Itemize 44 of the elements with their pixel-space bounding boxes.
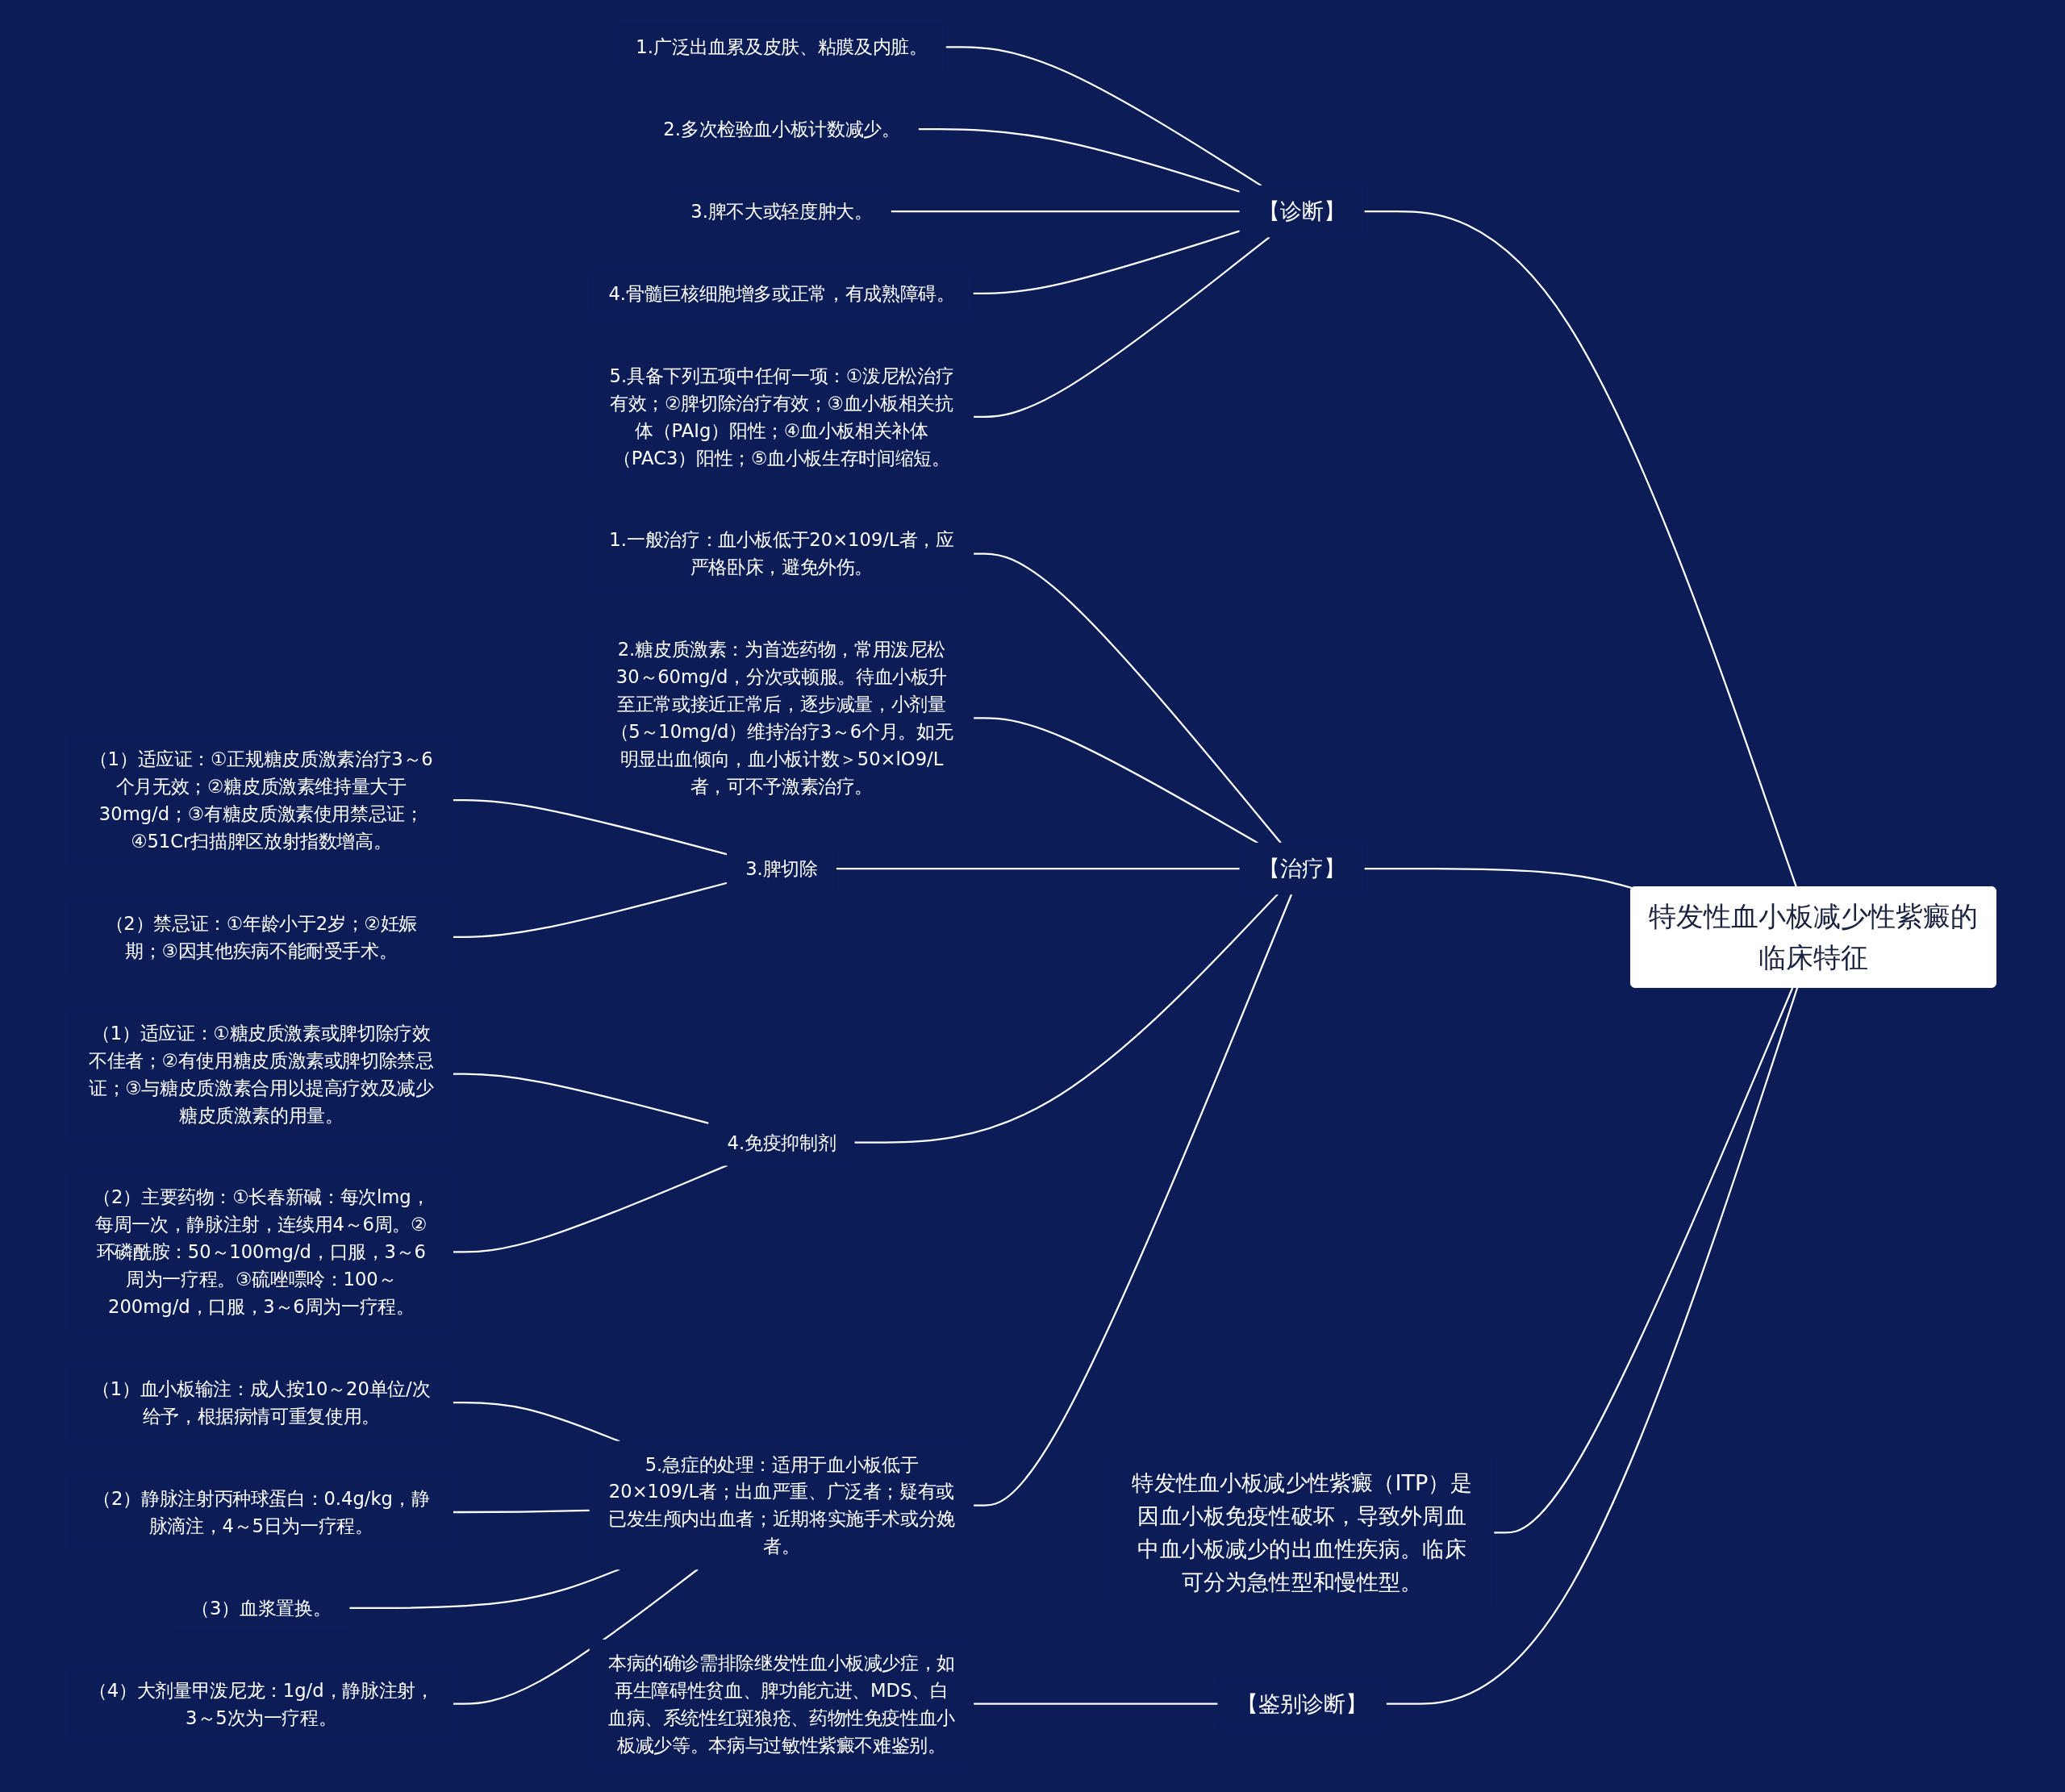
node-text: 4.骨髓巨核细胞增多或正常，有成熟障碍。 — [608, 282, 955, 305]
node-text: （3）血浆置换。 — [191, 1597, 332, 1619]
node-text: （2）禁忌证：①年龄小于2岁；②妊娠期；③因其他疾病不能耐受手术。 — [105, 912, 417, 962]
node-text: 本病的确诊需排除继发性血小板减少症，如再生障碍性贫血、脾功能亢进、MDS、白血病、系统性红斑狼疮、药物性免疫性血小板减少等。本病与过敏性紫癜不难鉴别。 — [607, 1652, 955, 1757]
node-text: （2）主要药物：①长春新碱：每次lmg，每周一次，静脉注射，连续用4～6周。②环磷酰胺：50～100mg/d，口服，3～6周为一疗程。③硫唑嘌呤：100～200mg/d，口服，3～6周为一疗程。 — [93, 1186, 430, 1318]
node-text: （1）适应证：①正规糖皮质激素治疗3～6个月无效；②糖皮质激素维持量大于30mg/d；③有糖皮质激素使用禁忌证；④51Cr扫描脾区放射指数增高。 — [89, 748, 433, 852]
connector — [453, 1073, 709, 1124]
node-text: 1.一般治疗：血小板低于20×109/L者，应严格卧床，避免外伤。 — [609, 528, 954, 579]
connector — [973, 717, 1258, 844]
connector — [945, 46, 1262, 187]
node-text: 4.免疫抑制剂 — [727, 1131, 836, 1154]
node-text: 【治疗】 — [1258, 856, 1346, 881]
connector — [1363, 867, 1633, 890]
node-text: 【鉴别诊断】 — [1236, 1690, 1368, 1717]
node-text: （1）血小板输注：成人按10～20单位/次给予，根据病情可重复使用。 — [91, 1377, 431, 1427]
connector — [1386, 987, 1798, 1705]
node-text: 3.脾切除 — [745, 857, 818, 880]
connector — [453, 1164, 728, 1253]
connector — [453, 881, 728, 939]
node-text: 2.糖皮质激素：为首选药物，常用泼尼松30～60mg/d，分次或顿服。待血小板升至正常或接近正常后，逐步减量，小剂量（5～10mg/d）维持治疗3～6个月。如无明显出血倾向，血小板计数＞50×lO9/L者，可不予激素治疗。 — [610, 638, 953, 798]
node-text: 5.具备下列五项中任何一项：①泼尼松治疗有效；②脾切除治疗有效；③血小板相关抗体（PAIg）阳性；④血小板相关补体（PAC3）阳性；⑤血小板生存时间缩短。 — [609, 365, 954, 469]
connector — [891, 210, 1240, 213]
connector — [453, 799, 728, 856]
connector — [973, 1702, 1218, 1705]
connector — [348, 1568, 620, 1609]
node-text: 3.脾不大或轻度肿大。 — [690, 200, 873, 223]
connector — [853, 893, 1279, 1144]
node-text: （2）静脉注射丙种球蛋白：0.4g/kg，静脉滴注，4～5日为一疗程。 — [93, 1487, 429, 1537]
connector — [973, 235, 1270, 418]
node-text: 【诊断】 — [1258, 198, 1346, 224]
node-text: 5.急症的处理：适用于血小板低于20×109/L者；出血严重、广泛者；疑有或已发生颅内出血者；近期将实施手术或分娩者。 — [607, 1453, 955, 1558]
connector — [1493, 987, 1794, 1534]
connector — [836, 867, 1240, 870]
connector — [453, 1402, 620, 1443]
connector — [453, 1568, 699, 1705]
node-text: （1）适应证：①糖皮质激素或脾切除疗效不佳者；②有使用糖皮质激素或脾切除禁忌证；③与糖皮质激素合用以提高疗效及减少糖皮质激素的用量。 — [88, 1022, 434, 1127]
connector — [973, 552, 1282, 844]
connector — [973, 894, 1292, 1507]
connector — [453, 1509, 590, 1514]
connector — [1363, 210, 1797, 888]
node-text: 1.广泛出血累及皮肤、粘膜及内脏。 — [636, 35, 928, 58]
node-text: （4）大剂量甲泼尼龙：1g/d，静脉注射，3～5次为一疗程。 — [88, 1679, 434, 1729]
node-text: 特发性血小板减少性紫癜（ITP）是因血小板免疫性破坏，导致外周血中血小板减少的出血性疾病。临床可分为急性型和慢性型。 — [1132, 1470, 1472, 1595]
node-text: 2.多次检验血小板计数减少。 — [663, 118, 900, 140]
